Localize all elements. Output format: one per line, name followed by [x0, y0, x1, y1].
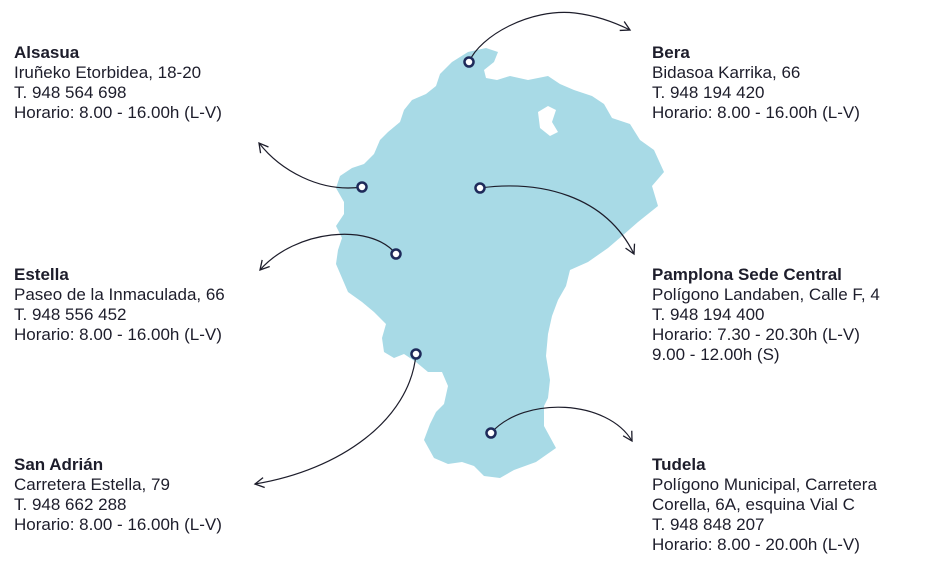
office-phone: T. 948 848 207 [652, 515, 765, 534]
office-hours: Horario: 8.00 - 16.00h (L-V) [14, 325, 222, 344]
coast-notch [538, 106, 558, 136]
office-phone: T. 948 194 400 [652, 305, 765, 324]
office-name: Pamplona Sede Central [652, 265, 842, 284]
marker-pamplona[interactable] [474, 182, 486, 194]
office-address: Bidasoa Karrika, 66 [652, 63, 801, 82]
arrow-estella [259, 233, 397, 272]
office-estella: Estella Paseo de la Inmaculada, 66 T. 94… [14, 265, 225, 345]
office-alsasua: Alsasua Iruñeko Etorbidea, 18-20 T. 948 … [14, 43, 222, 123]
office-address: Paseo de la Inmaculada, 66 [14, 285, 225, 304]
office-address-line1: Polígono Municipal, Carretera [652, 475, 877, 494]
office-address-line2: Corella, 6A, esquina Vial C [652, 495, 855, 514]
office-hours: Horario: 8.00 - 20.00h (L-V) [652, 535, 860, 554]
office-name: San Adrián [14, 455, 104, 474]
arrow-tudela [490, 406, 633, 443]
office-phone: T. 948 194 420 [652, 83, 765, 102]
arrow-alsasua [258, 141, 363, 189]
office-hours: Horario: 8.00 - 16.00h (L-V) [14, 515, 222, 534]
office-name: Estella [14, 265, 69, 284]
office-name: Bera [652, 43, 690, 62]
marker-sanadrian[interactable] [410, 348, 422, 360]
office-hours: Horario: 7.30 - 20.30h (L-V) [652, 325, 860, 344]
office-tudela: Tudela Polígono Municipal, Carretera Cor… [652, 455, 877, 555]
office-address: Iruñeko Etorbidea, 18-20 [14, 63, 202, 82]
marker-alsasua[interactable] [356, 181, 368, 193]
office-bera: Bera Bidasoa Karrika, 66 T. 948 194 420 … [652, 43, 860, 123]
office-address: Polígono Landaben, Calle F, 4 [652, 285, 880, 304]
office-name: Alsasua [14, 43, 80, 62]
office-hours-saturday: 9.00 - 12.00h (S) [652, 345, 780, 364]
office-san-adrian: San Adrián Carretera Estella, 79 T. 948 … [14, 455, 222, 535]
office-markers [356, 56, 497, 439]
arrow-sanadrian [253, 353, 417, 489]
arrow-pamplona [479, 185, 636, 256]
office-hours: Horario: 8.00 - 16.00h (L-V) [652, 103, 860, 122]
office-name: Tudela [652, 455, 706, 474]
marker-tudela[interactable] [485, 427, 497, 439]
office-phone: T. 948 556 452 [14, 305, 127, 324]
arrow-bera [468, 11, 632, 63]
marker-estella[interactable] [390, 248, 402, 260]
office-hours: Horario: 8.00 - 16.00h (L-V) [14, 103, 222, 122]
marker-bera[interactable] [463, 56, 475, 68]
navarra-region [336, 48, 664, 478]
office-pamplona: Pamplona Sede Central Polígono Landaben,… [652, 265, 880, 365]
office-address: Carretera Estella, 79 [14, 475, 170, 494]
office-phone: T. 948 564 698 [14, 83, 127, 102]
connector-arrows [253, 11, 636, 489]
office-phone: T. 948 662 288 [14, 495, 127, 514]
